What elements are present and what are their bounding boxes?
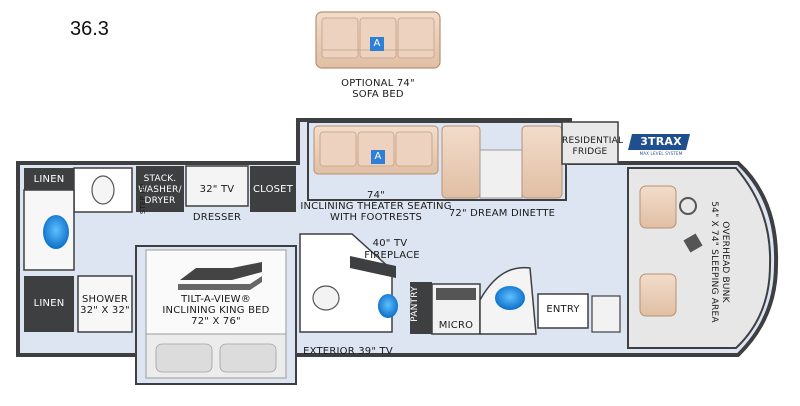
tv-40-label: 40" TV [372, 238, 408, 249]
fireplace-label: FIREPLACE [364, 250, 420, 261]
sink-mid [378, 294, 398, 318]
tv-32-label: 32" TV [199, 184, 235, 195]
3trax-logo-subtext: MAX LEVEL SYSTEM [639, 151, 683, 156]
pantry [410, 282, 432, 334]
shower [77, 275, 133, 333]
zone-marker-theater [371, 150, 385, 164]
pantry-label: PANTRY [410, 286, 420, 322]
optional-sofa-label: OPTIONAL 74"SOFA BED [341, 78, 415, 100]
fireplace [350, 256, 396, 278]
3trax-logo [628, 134, 690, 150]
linen-top [24, 168, 74, 190]
cooktop [436, 288, 476, 300]
closet [250, 166, 296, 212]
linen-bottom [24, 276, 74, 332]
entry-cabinet [591, 295, 621, 333]
dresser-cabinet [185, 165, 249, 207]
washer-dryer-label: STACK.WASHER/DRYER [138, 174, 182, 206]
linen-top-label: LINEN [33, 174, 65, 185]
bed-incline-icon [178, 262, 262, 290]
pillow-left [155, 343, 213, 373]
king-bed [145, 249, 287, 335]
driver-seat [639, 185, 677, 229]
sink-left [43, 215, 69, 249]
dinette-label: 72" DREAM DINETTE [448, 208, 556, 219]
dash-console [683, 233, 703, 253]
toilet-mid [312, 285, 340, 311]
dresser-label: DRESSER [192, 212, 242, 223]
exterior-tv-label: EXTERIOR 39" TV [303, 346, 393, 357]
micro-label: MICRO [438, 320, 474, 331]
entry-area [537, 293, 589, 329]
zone-marker-theater-text: A [374, 151, 382, 162]
toilet-top [91, 175, 115, 205]
model-number: 36.3 [70, 18, 109, 40]
kitchen-sink [495, 286, 525, 310]
passenger-seat [639, 273, 677, 317]
steering-wheel [679, 197, 697, 215]
zone-marker-sofa-text: A [373, 38, 381, 49]
entry-label: ENTRY [546, 304, 580, 315]
3trax-logo-text: 3TRAX [640, 135, 682, 148]
stack-washer-dryer [136, 166, 184, 212]
residential-fridge [561, 121, 619, 165]
pillow-right [219, 343, 277, 373]
closet-label: CLOSET [252, 184, 294, 195]
step-up-label: STEP UP [139, 183, 147, 215]
dream-dinette [441, 125, 563, 199]
linen-bottom-label: LINEN [33, 298, 65, 309]
zone-marker-sofa [370, 37, 384, 51]
